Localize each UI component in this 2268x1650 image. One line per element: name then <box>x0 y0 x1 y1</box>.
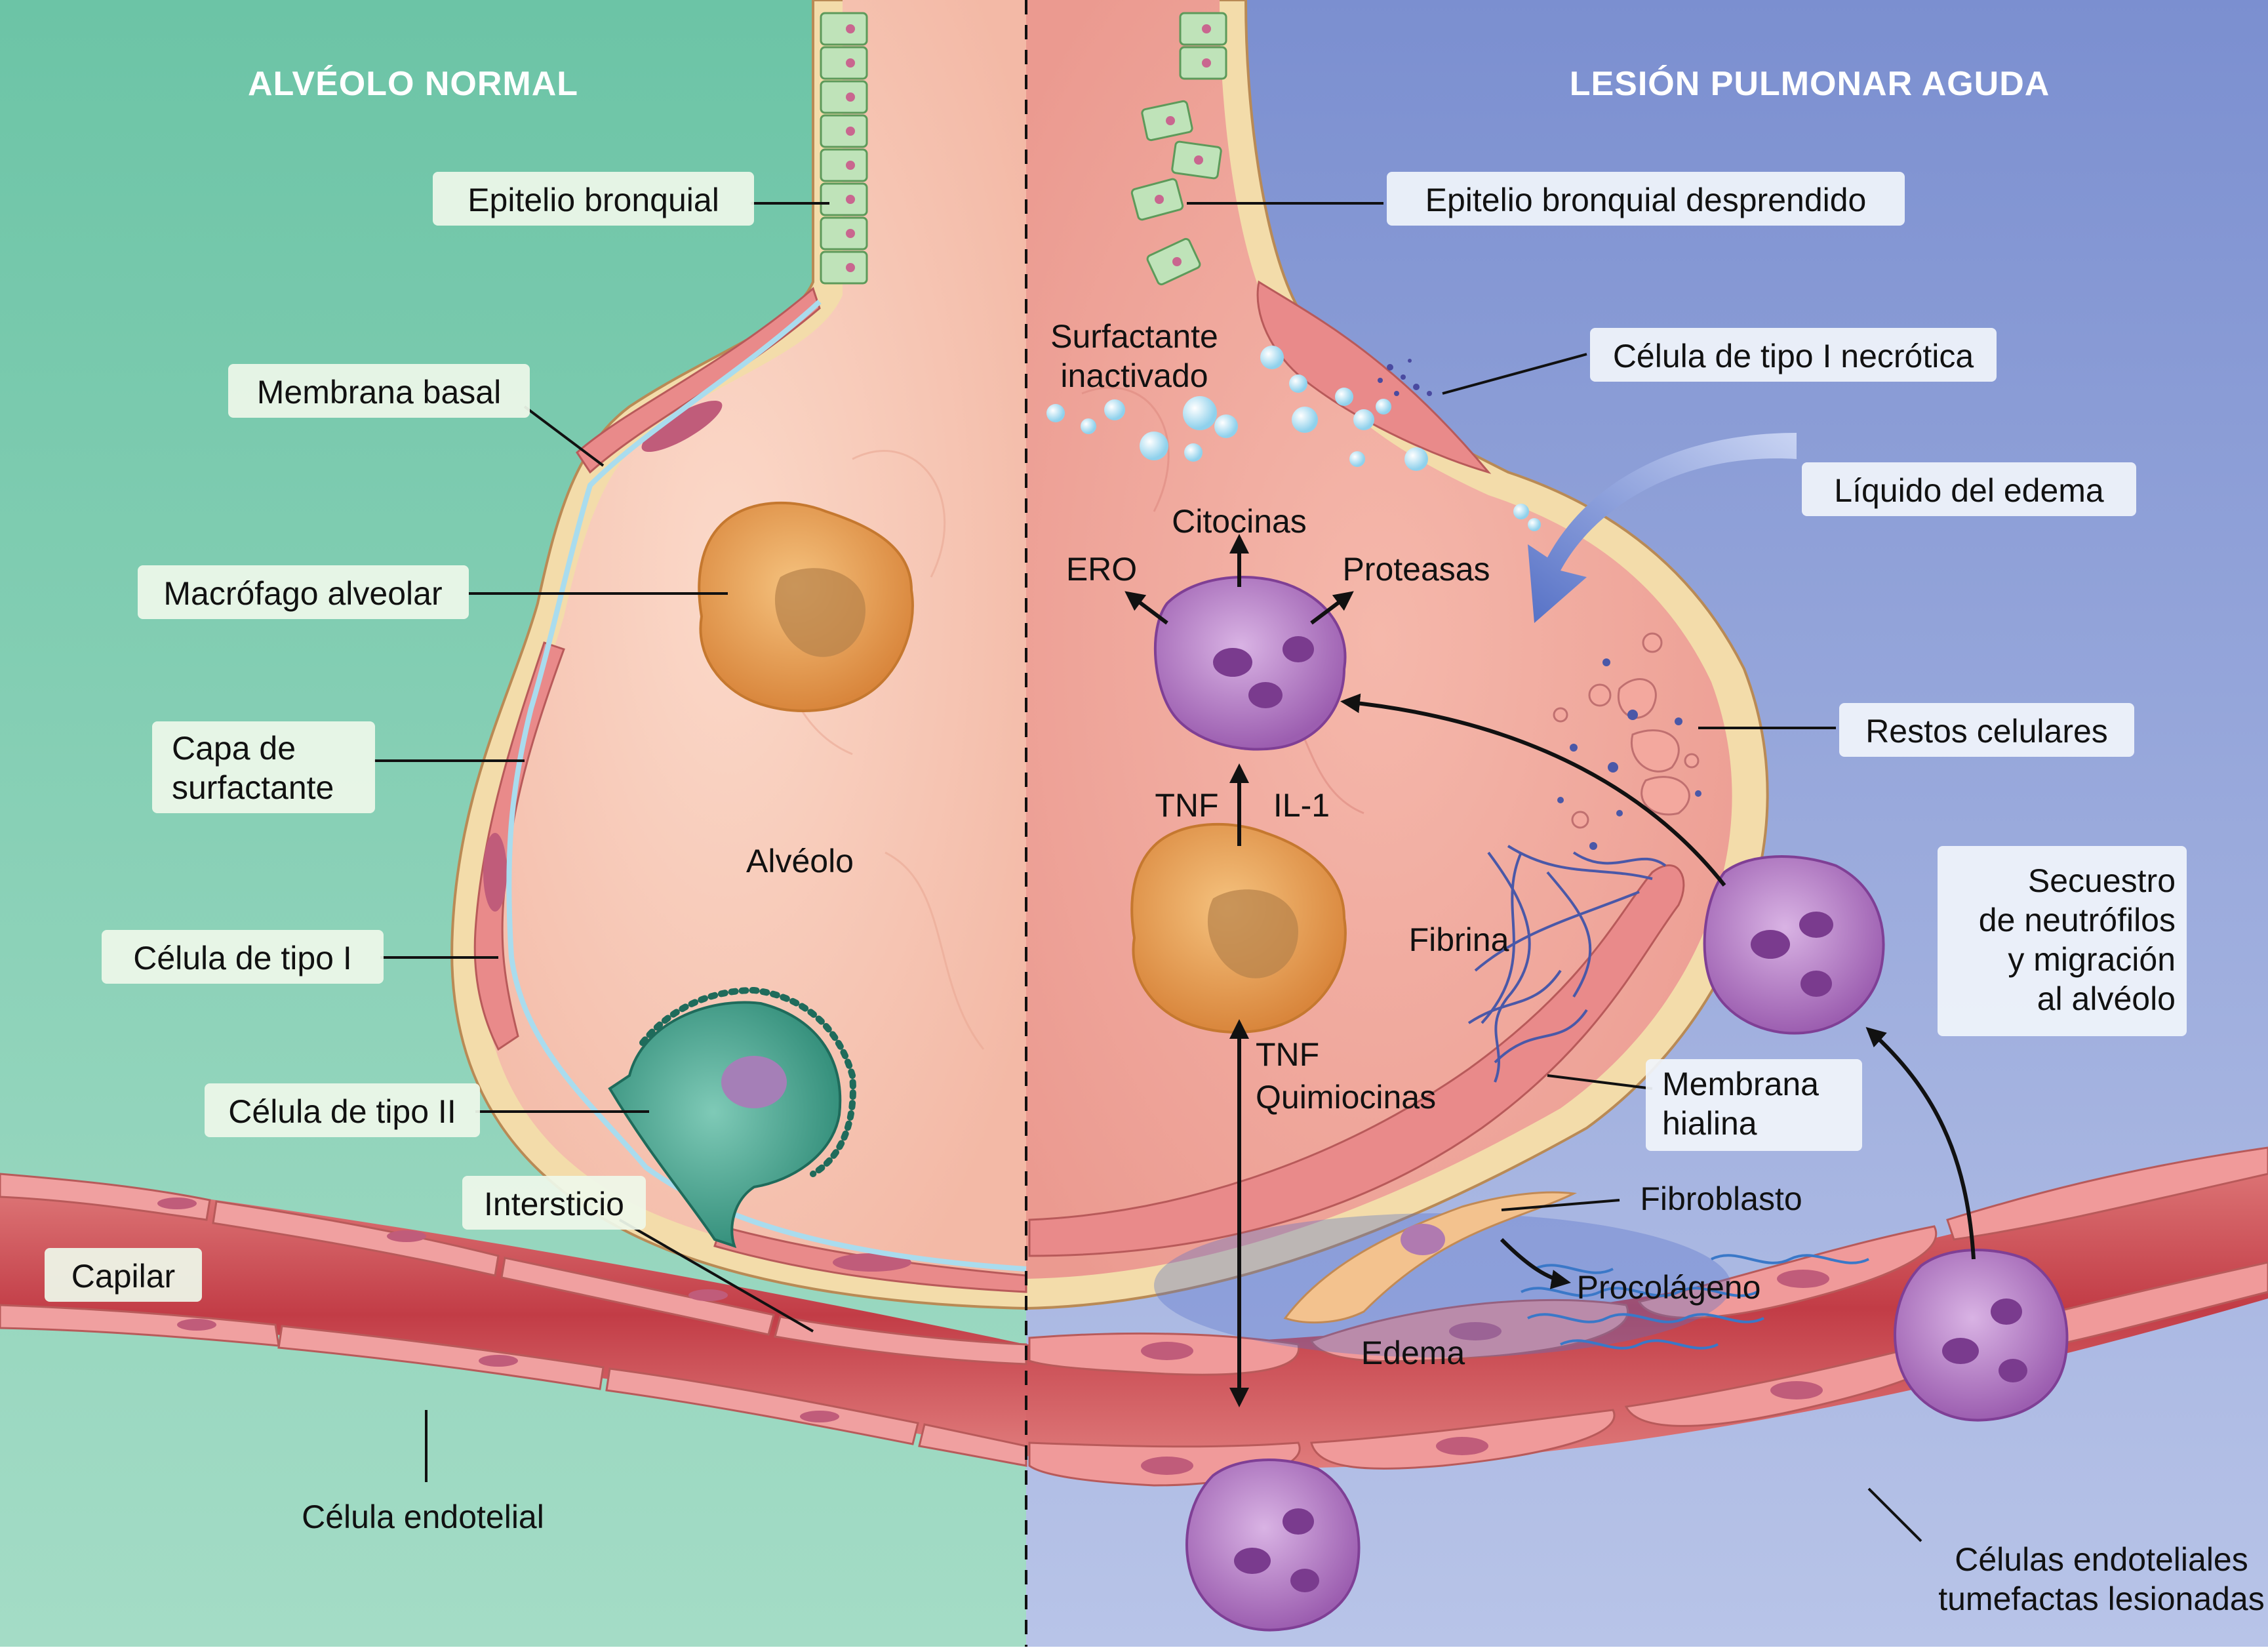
label-capa-surfactante-2: surfactante <box>172 769 334 806</box>
label-tnf: TNF <box>1155 787 1218 824</box>
label-fibroblasto: Fibroblasto <box>1640 1180 1802 1217</box>
label-alveolo: Alvéolo <box>746 843 854 879</box>
label-membrana-basal: Membrana basal <box>257 374 501 411</box>
label-celula-tipo-i: Célula de tipo I <box>133 940 352 976</box>
label-fibrina: Fibrina <box>1409 921 1509 958</box>
alveolar-macrophage-normal <box>698 501 914 712</box>
label-celula-tipo-ii: Célula de tipo II <box>228 1093 456 1130</box>
label-secuestro-3: y migración <box>2008 941 2176 978</box>
type-i-cell-middle <box>473 641 565 1051</box>
macrophage-injury <box>1130 822 1347 1034</box>
type-ii-cell <box>608 986 856 1249</box>
label-celula-tipo-i-necrotica: Célula de tipo I necrótica <box>1613 338 1974 374</box>
cellular-debris <box>1553 632 1701 850</box>
endothelial-cells-normal <box>0 1173 1027 1467</box>
fibroblast <box>1283 1191 1578 1324</box>
label-liquido-edema: Líquido del edema <box>1834 472 2104 509</box>
label-macrofago-alveolar: Macrófago alveolar <box>163 575 442 612</box>
label-capilar: Capilar <box>71 1258 175 1295</box>
label-celula-endotelial: Célula endotelial <box>302 1499 544 1535</box>
label-secuestro-2: de neutrófilos <box>1979 902 2176 938</box>
label-capa-surfactante-1: Capa de <box>172 730 296 767</box>
label-intersticio: Intersticio <box>484 1186 624 1222</box>
heading-injury: LESIÓN PULMONAR AGUDA <box>1570 65 2050 103</box>
label-proteasas: Proteasas <box>1342 551 1490 588</box>
label-epitelio-desprendido: Epitelio bronquial desprendido <box>1425 182 1867 218</box>
label-secuestro-1: Secuestro <box>2028 862 2176 899</box>
label-il1: IL-1 <box>1273 787 1330 824</box>
label-edema: Edema <box>1361 1335 1465 1371</box>
procollagen-fibers <box>1521 1254 1869 1350</box>
arrow-proteasas <box>1310 591 1354 625</box>
fibrin-strands <box>1467 845 1667 1083</box>
arrow-neutrophil-migration <box>1340 693 1726 887</box>
label-quimiocinas: Quimiocinas <box>1256 1079 1436 1116</box>
label-restos-celulares: Restos celulares <box>1865 713 2108 750</box>
capillary <box>0 1174 1026 1456</box>
arrow-ero <box>1124 591 1168 625</box>
leader-lines <box>374 202 1922 1542</box>
bronchial-epithelium-normal <box>820 12 868 285</box>
label-procolageno: Procolágeno <box>1577 1269 1761 1306</box>
label-surfactante-inactivado-2: inactivado <box>1060 357 1208 394</box>
label-citocinas: Citocinas <box>1172 503 1307 540</box>
endothelial-cells-swollen <box>1028 1146 2268 1487</box>
label-surfactante-inactivado-1: Surfactante <box>1050 318 1218 355</box>
arrow-procolageno <box>1500 1238 1571 1289</box>
label-tnf-2: TNF <box>1256 1036 1319 1073</box>
edema-fluid-arrow <box>1528 433 1797 623</box>
label-membrana-hialina-2: hialina <box>1662 1105 1757 1142</box>
arrow-neutrophil-sequestration <box>1865 1026 1976 1260</box>
neutrophil-migrating <box>1703 855 1885 1035</box>
hyaline-membrane <box>1028 864 1685 1257</box>
neutrophil-alveolus <box>1153 576 1347 751</box>
label-epitelio-bronquial: Epitelio bronquial <box>468 182 719 218</box>
bronchial-epithelium-detached <box>1130 12 1227 286</box>
neutrophil-endothelium <box>1894 1249 2069 1422</box>
heading-normal: ALVÉOLO NORMAL <box>248 65 578 103</box>
type-i-cell-upper <box>576 287 821 474</box>
label-endoteliales-2: tumefactas lesionadas <box>1938 1580 2265 1617</box>
label-endoteliales-1: Células endoteliales <box>1955 1541 2248 1578</box>
label-ero: ERO <box>1066 551 1137 588</box>
neutrophil-capillary <box>1185 1459 1361 1632</box>
label-membrana-hialina-1: Membrana <box>1662 1066 1819 1102</box>
inactivated-surfactant-bubbles <box>1046 346 1541 531</box>
label-secuestro-4: al alvéolo <box>2037 980 2176 1017</box>
